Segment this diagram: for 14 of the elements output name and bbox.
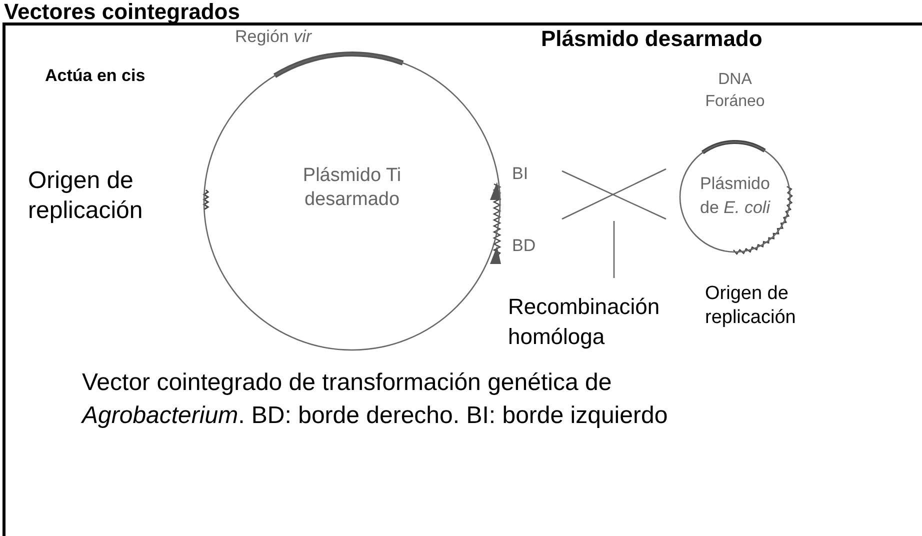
plasmid-label: Plásmido de E. coli [699, 173, 772, 219]
title: Vectores cointegrados [4, 0, 240, 24]
border-label: BI [512, 164, 528, 184]
region-label: Origen de replicación [28, 166, 144, 226]
region-label: DNA Foráneo [704, 70, 766, 112]
plasmid-label: Plásmido Ti desarmado [302, 164, 402, 212]
leader-line [613, 221, 615, 278]
heading: Plásmido desarmado [541, 26, 762, 52]
region-label: Origen de replicación [705, 282, 797, 330]
note-text: Actúa en cis [45, 66, 146, 86]
annotation-text: Recombinación homóloga [508, 293, 661, 351]
caption: Vector cointegrado de transformación genética de Agrobacterium. BD: borde derecho. BI: borde izquierdo [82, 368, 669, 431]
region-label: Región vir [235, 27, 312, 47]
border-label: BD [512, 236, 536, 256]
